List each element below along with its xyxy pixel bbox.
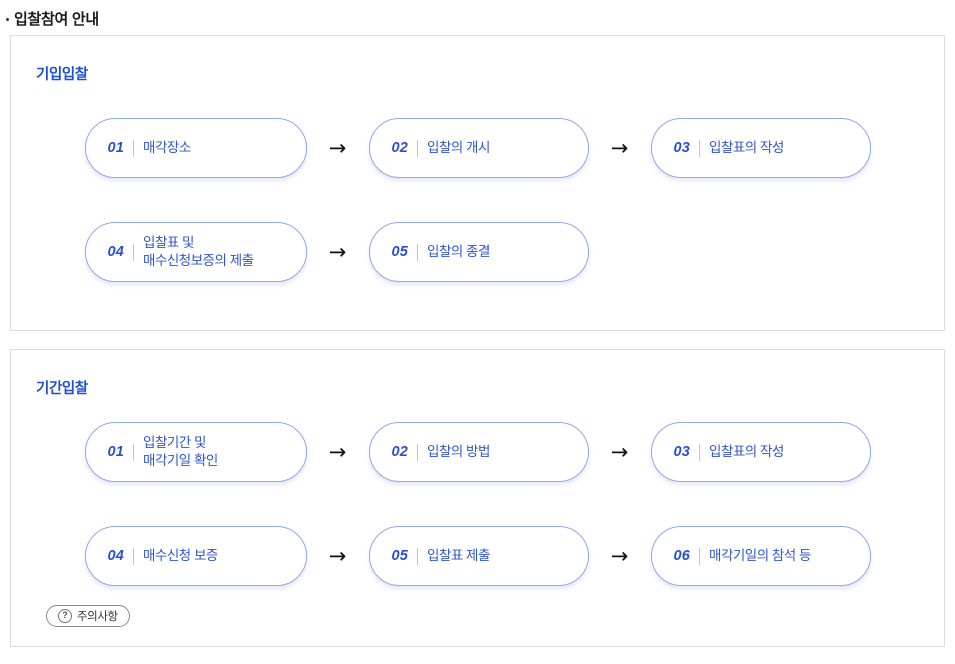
flow-step[interactable]: 01 매각장소 bbox=[84, 118, 307, 178]
section-card-gigan: 기간입찰 01 입찰기간 및 매각기일 확인 → 02 입찰의 방법 → 03 … bbox=[10, 349, 945, 647]
step-label: 매수신청 보증 bbox=[143, 548, 218, 564]
step-divider bbox=[699, 547, 701, 565]
flow-row: 04 매수신청 보증 → 05 입찰표 제출 → 06 매각기일의 참석 등 bbox=[11, 526, 944, 586]
flow-row: 04 입찰표 및 매수신청보증의 제출 → 05 입찰의 종결 bbox=[11, 222, 944, 282]
step-divider bbox=[417, 139, 419, 157]
step-divider bbox=[699, 443, 701, 461]
flow-step[interactable]: 01 입찰기간 및 매각기일 확인 bbox=[84, 422, 307, 482]
step-label: 입찰표 및 매수신청보증의 제출 bbox=[143, 234, 254, 270]
step-divider bbox=[699, 139, 701, 157]
step-number: 03 bbox=[673, 140, 691, 156]
step-label-line2: 매각기일 확인 bbox=[143, 453, 218, 468]
step-number: 06 bbox=[673, 548, 691, 564]
step-label: 매각장소 bbox=[143, 140, 191, 156]
step-label: 입찰표의 작성 bbox=[709, 444, 784, 460]
flow-step[interactable]: 02 입찰의 방법 bbox=[368, 422, 589, 482]
flow-step[interactable]: 05 입찰표 제출 bbox=[368, 526, 589, 586]
section-card-gieip: 기입입찰 01 매각장소 → 02 입찰의 개시 → 03 입찰표의 작성 04… bbox=[10, 35, 945, 331]
step-divider bbox=[133, 243, 135, 261]
notice-button-label: 주의사항 bbox=[77, 611, 118, 623]
step-label: 입찰표의 작성 bbox=[709, 140, 784, 156]
step-divider bbox=[133, 547, 135, 565]
flow-arrow-icon: → bbox=[328, 439, 347, 464]
step-label: 매각기일의 참석 등 bbox=[709, 548, 811, 564]
step-label-line2: 매수신청보증의 제출 bbox=[143, 253, 254, 268]
flow-step[interactable]: 03 입찰표의 작성 bbox=[650, 422, 871, 482]
flow-step[interactable]: 06 매각기일의 참석 등 bbox=[650, 526, 871, 586]
notice-button[interactable]: ? 주의사항 bbox=[46, 605, 130, 627]
step-number: 02 bbox=[391, 140, 409, 156]
step-divider bbox=[133, 443, 135, 461]
step-number: 04 bbox=[107, 244, 125, 260]
step-number: 03 bbox=[673, 444, 691, 460]
flow-step[interactable]: 05 입찰의 종결 bbox=[368, 222, 589, 282]
step-number: 05 bbox=[391, 244, 409, 260]
step-divider bbox=[417, 243, 419, 261]
step-number: 01 bbox=[107, 140, 125, 156]
step-label: 입찰의 개시 bbox=[427, 140, 490, 156]
bullet-dot-icon bbox=[6, 18, 9, 21]
step-divider bbox=[417, 443, 419, 461]
step-divider bbox=[133, 139, 135, 157]
step-label: 입찰의 방법 bbox=[427, 444, 490, 460]
step-divider bbox=[417, 547, 419, 565]
page-title: 입찰참여 안내 bbox=[6, 8, 99, 29]
flow-step[interactable]: 02 입찰의 개시 bbox=[368, 118, 589, 178]
step-label: 입찰표 제출 bbox=[427, 548, 490, 564]
step-number: 02 bbox=[391, 444, 409, 460]
flow-arrow-icon: → bbox=[610, 543, 629, 568]
step-label-line1: 입찰기간 및 bbox=[143, 434, 206, 450]
step-number: 04 bbox=[107, 548, 125, 564]
flow-arrow-icon: → bbox=[328, 543, 347, 568]
flow-step[interactable]: 04 입찰표 및 매수신청보증의 제출 bbox=[84, 222, 307, 282]
flow-arrow-icon: → bbox=[610, 439, 629, 464]
step-label: 입찰기간 및 매각기일 확인 bbox=[143, 434, 218, 470]
step-label: 입찰의 종결 bbox=[427, 244, 490, 260]
step-label-line1: 입찰표 및 bbox=[143, 234, 194, 250]
flow-step[interactable]: 03 입찰표의 작성 bbox=[650, 118, 871, 178]
question-mark-icon: ? bbox=[58, 609, 72, 623]
page-title-text: 입찰참여 안내 bbox=[14, 11, 99, 28]
step-number: 01 bbox=[107, 444, 125, 460]
flow-arrow-icon: → bbox=[328, 239, 347, 264]
flow-arrow-icon: → bbox=[328, 135, 347, 160]
flow-row: 01 매각장소 → 02 입찰의 개시 → 03 입찰표의 작성 bbox=[11, 118, 944, 178]
flow-row: 01 입찰기간 및 매각기일 확인 → 02 입찰의 방법 → 03 입찰표의 … bbox=[11, 422, 944, 482]
section-heading: 기입입찰 bbox=[36, 67, 88, 83]
section-heading: 기간입찰 bbox=[36, 381, 88, 397]
flow-step[interactable]: 04 매수신청 보증 bbox=[84, 526, 307, 586]
flow-arrow-icon: → bbox=[610, 135, 629, 160]
step-number: 05 bbox=[391, 548, 409, 564]
